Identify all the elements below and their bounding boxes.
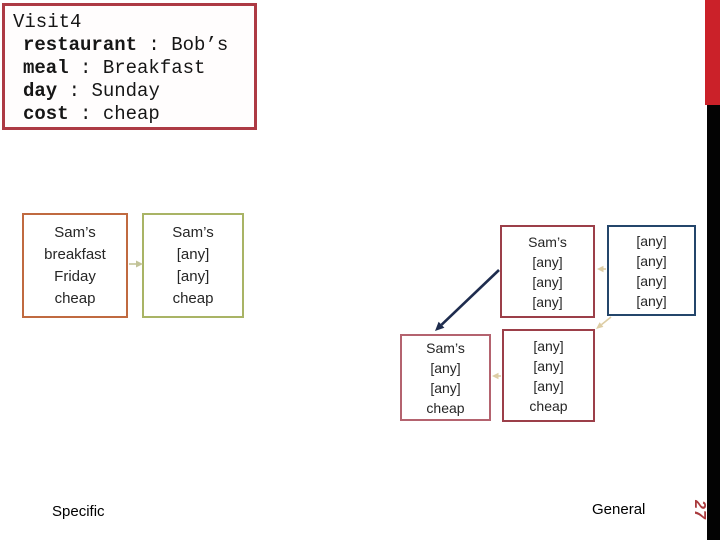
hypothesis-line: Sam’s [528,233,567,250]
attribute-value: Breakfast [102,57,206,79]
arrow-diagonal-navy-icon [435,269,500,331]
hypothesis-line: [any] [636,272,667,289]
hypothesis-line: [any] [532,293,563,310]
hypothesis-box-specific-generalized: Sam’s [any] [any] cheap [142,213,244,318]
red-accent-bar [705,0,720,105]
attribute-separator: : [57,80,92,102]
hypothesis-line: [any] [430,359,461,376]
hypothesis-line: Friday [54,267,96,285]
attribute-key: restaurant [23,34,138,56]
visit-attribute-row: restaurant : Bob’s [13,34,254,57]
attribute-value: Sunday [91,80,160,102]
hypothesis-line: [any] [636,232,667,249]
hypothesis-box-any-cheap: [any] [any] [any] cheap [502,329,595,422]
hypothesis-box-most-general: [any] [any] [any] [any] [607,225,696,316]
hypothesis-line: [any] [533,357,564,374]
hypothesis-line: [any] [636,292,667,309]
hypothesis-line: [any] [176,245,210,263]
visit-example-card: Visit4 restaurant : Bob’s meal : Breakfa… [2,3,257,130]
specific-label: Specific [52,503,105,520]
visit-attribute-row: day : Sunday [13,80,254,103]
hypothesis-line: cheap [426,399,465,416]
hypothesis-line: [any] [532,253,563,270]
hypothesis-line: Sam’s [172,223,214,241]
hypothesis-line: [any] [636,252,667,269]
slide-page-number: 27 [682,490,716,530]
attribute-separator: : [68,103,103,125]
arrow-right-icon [129,260,143,268]
hypothesis-line: breakfast [44,245,106,263]
hypothesis-line: [any] [533,337,564,354]
hypothesis-line: Sam’s [54,223,96,241]
visit-attribute-row: meal : Breakfast [13,57,254,80]
attribute-key: meal [23,57,69,79]
visit-card-title: Visit4 [13,11,82,33]
hypothesis-line: cheap [529,397,568,414]
hypothesis-line: cheap [172,289,214,307]
hypothesis-box-specific-example: Sam’s breakfast Friday cheap [22,213,128,318]
hypothesis-line: [any] [532,273,563,290]
attribute-key: cost [23,103,69,125]
visit-attribute-row: cost : cheap [13,103,254,126]
hypothesis-line: Sam’s [426,339,465,356]
arrow-diagonal-tan-icon [596,316,612,329]
arrow-left-icon [492,372,501,380]
attribute-separator: : [68,57,103,79]
attribute-separator: : [137,34,172,56]
attribute-key: day [23,80,58,102]
general-label: General [592,501,646,518]
hypothesis-line: [any] [430,379,461,396]
black-side-bar [707,105,720,540]
hypothesis-line: [any] [176,267,210,285]
attribute-value: cheap [102,103,160,125]
hypothesis-box-sams-cheap: Sam’s [any] [any] cheap [400,334,491,421]
arrow-left-icon [597,265,606,273]
page-number-text: 27 [690,500,708,520]
attribute-value: Bob’s [171,34,229,56]
hypothesis-line: cheap [54,289,96,307]
hypothesis-line: [any] [533,377,564,394]
hypothesis-box-sams-general: Sam’s [any] [any] [any] [500,225,595,318]
